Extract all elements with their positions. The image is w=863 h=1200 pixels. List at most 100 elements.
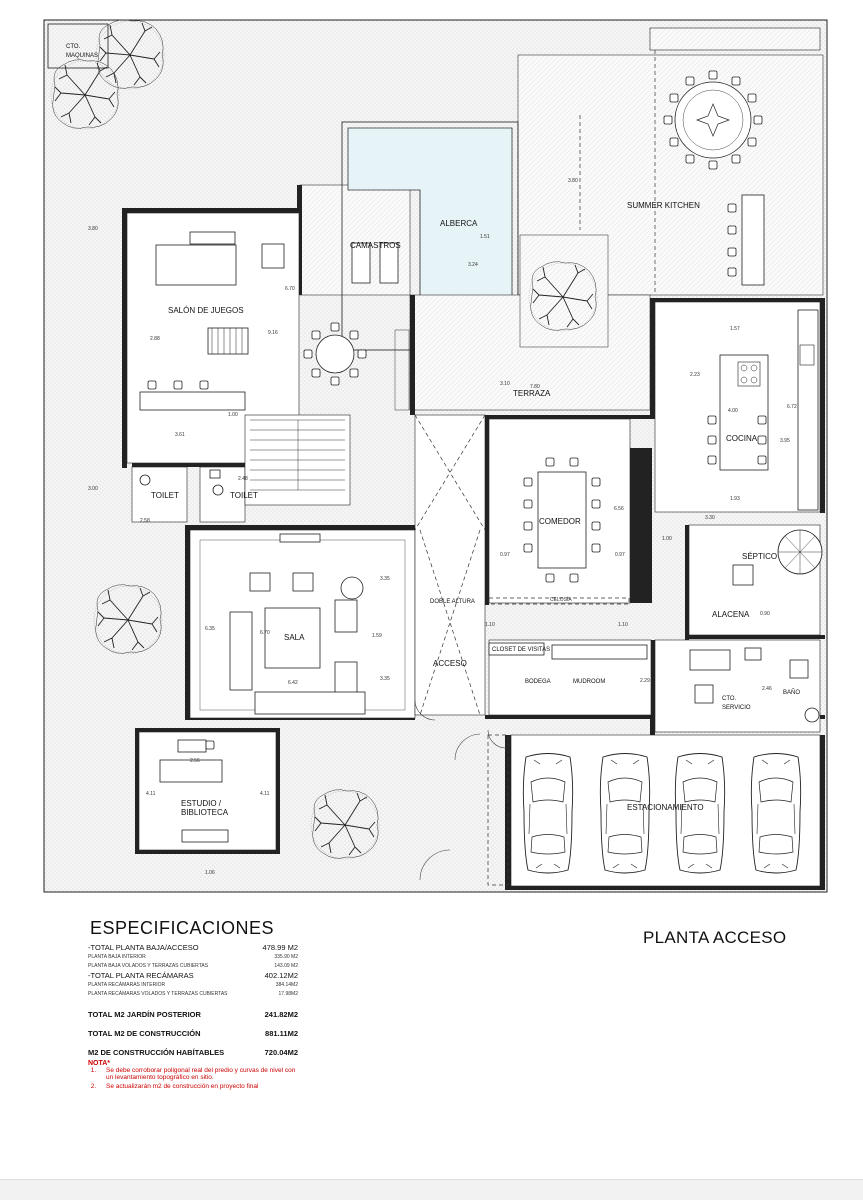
label-mudroom: MUDROOM [573, 679, 605, 685]
dimension-label: 3.95 [780, 438, 790, 444]
spec-total-row: TOTAL M2 DE CONSTRUCCIÓN 881.11M2 [88, 1028, 298, 1039]
label-bodega: BODEGA [525, 679, 551, 685]
dimension-label: 1.06 [205, 870, 215, 876]
dimension-label: 2.88 [150, 336, 160, 342]
spec-total-label: TOTAL M2 JARDÍN POSTERIOR [88, 1010, 201, 1019]
spec-row-label: PLANTA RECÁMARAS VOLADOS Y TERRAZAS CUBI… [88, 991, 228, 997]
label-summer-kitchen: SUMMER KITCHEN [627, 201, 700, 210]
dimension-label: 2.46 [762, 686, 772, 692]
dimension-label: 3.80 [88, 226, 98, 232]
dimension-label: 2.29 [640, 678, 650, 684]
spec-row-value: 384.14M2 [275, 982, 298, 988]
dimension-label: 3.30 [705, 515, 715, 521]
spec-row: -TOTAL PLANTA BAJA/ACCESO 478.99 M2 [88, 943, 298, 953]
spec-row-label: PLANTA BAJA VOLADOS Y TERRAZAS CUBIERTAS [88, 963, 209, 969]
dimension-label: 6.70 [260, 630, 270, 636]
label-doble-altura: DOBLE ALTURA [430, 599, 475, 605]
nota-label: NOTA* [88, 1060, 111, 1067]
spec-row-label: -TOTAL PLANTA RECÁMARAS [88, 971, 194, 980]
spec-row-value: 143.09 M2 [274, 963, 298, 969]
dimension-label: 6.70 [285, 286, 295, 292]
spec-total-value: 881.11M2 [265, 1029, 298, 1038]
label-camastros: CAMASTROS [350, 241, 401, 250]
label-cto-maquinas: CTO.MAQUINAS [66, 44, 98, 59]
dimension-label: 0.97 [615, 552, 625, 558]
dimension-label: 4.11 [260, 791, 270, 797]
label-closet-visitas: CLOSET DE VISITAS [492, 647, 550, 653]
dimension-label: 6.72 [787, 404, 797, 410]
spec-row-label: PLANTA RECÁMARAS INTERIOR [88, 982, 166, 988]
label-comedor: COMEDOR [539, 517, 581, 526]
label-estacionamiento: ESTACIONAMIENTO [627, 803, 704, 812]
dimension-label: 2.23 [690, 372, 700, 378]
dimension-label: 1.10 [485, 622, 495, 628]
dimension-label: 2.56 [190, 758, 200, 764]
spec-row: PLANTA BAJA VOLADOS Y TERRAZAS CUBIERTAS… [88, 962, 298, 971]
label-alberca: ALBERCA [440, 219, 478, 228]
dimension-label: 4.00 [728, 408, 738, 414]
nota-block: NOTA* Se debe corroborar poligonal real … [88, 1060, 298, 1090]
dimension-label: 1.93 [730, 496, 740, 502]
nota-list: Se debe corroborar poligonal real del pr… [88, 1067, 298, 1090]
dimension-labels: 3.80 6.70 9.16 2.88 1.00 3.61 2.48 3.00 2.58 3.35… [88, 178, 797, 876]
spec-row-label: PLANTA BAJA INTERIOR [88, 954, 146, 960]
spec-total-label: TOTAL M2 DE CONSTRUCCIÓN [88, 1029, 201, 1038]
spec-total-value: 720.04M2 [264, 1048, 298, 1057]
spec-total-row: M2 DE CONSTRUCCIÓN HABÍTABLES 720.04M2 [88, 1047, 298, 1058]
dimension-label: 7.80 [530, 384, 540, 390]
dimension-label: 6.42 [288, 680, 298, 686]
dimension-label: 1.59 [372, 633, 382, 639]
label-bano: BAÑO [783, 689, 800, 696]
label-salon-juegos: SALÓN DE JUEGOS [168, 306, 244, 315]
dimension-label: 3.00 [88, 486, 98, 492]
dimension-label: 3.24 [468, 262, 478, 268]
label-celosia: CELOSÍA [550, 596, 572, 603]
nota-item: Se debe corroborar poligonal real del pr… [98, 1067, 298, 1081]
dimension-label: 2.58 [140, 518, 150, 524]
spec-row: PLANTA RECÁMARAS INTERIOR 384.14M2 [88, 981, 298, 990]
dimension-label: 1.57 [730, 326, 740, 332]
spec-row: PLANTA RECÁMARAS VOLADOS Y TERRAZAS CUBI… [88, 990, 298, 999]
dimension-label: 1.00 [228, 412, 238, 418]
bottom-bar [0, 1179, 863, 1200]
spec-rows: -TOTAL PLANTA BAJA/ACCESO 478.99 M2 PLANTA… [88, 943, 298, 999]
dimension-label: 3.10 [500, 381, 510, 387]
spec-total-label: M2 DE CONSTRUCCIÓN HABÍTABLES [88, 1048, 225, 1057]
label-toilet-1: TOILET [151, 491, 179, 500]
label-acceso: ACCESO [433, 659, 467, 668]
specifications-heading: ESPECIFICACIONES [90, 918, 275, 938]
spec-row: -TOTAL PLANTA RECÁMARAS 402.12M2 [88, 971, 298, 981]
dimension-label: 2.48 [238, 476, 248, 482]
specifications-panel: ESPECIFICACIONES -TOTAL PLANTA BAJA/ACCE… [88, 918, 298, 1092]
dimension-label: 3.35 [380, 676, 390, 682]
dimension-label: 0.90 [760, 611, 770, 617]
spec-row-value: 17.98M2 [278, 991, 298, 997]
dimension-label: 1.51 [480, 234, 490, 240]
dimension-label: 6.35 [205, 626, 215, 632]
label-cocina: COCINA [726, 434, 758, 443]
dimension-label: 6.56 [614, 506, 624, 512]
dimension-label: 1.00 [662, 536, 672, 542]
spec-row-value: 478.99 M2 [262, 943, 298, 952]
dimension-label: 4.11 [146, 791, 156, 797]
spec-row-label: -TOTAL PLANTA BAJA/ACCESO [88, 943, 199, 952]
spec-row-value: 402.12M2 [264, 971, 298, 980]
dimension-label: 3.35 [380, 576, 390, 582]
dimension-label: 3.61 [175, 432, 185, 438]
spec-total-value: 241.82M2 [264, 1010, 298, 1019]
dimension-label: 1.10 [618, 622, 628, 628]
dimension-label: 9.16 [268, 330, 278, 336]
spec-row-value: 335.90 M2 [274, 954, 298, 960]
floor-plan: CTO.MAQUINAS SUMMER KITCHEN CAMASTROS AL… [43, 19, 828, 893]
dimension-label: 0.97 [500, 552, 510, 558]
label-sala: SALA [284, 633, 305, 642]
sheet-title: PLANTA ACCESO [643, 928, 787, 947]
label-septico: SÉPTICO [742, 552, 777, 561]
label-estudio: ESTUDIO /BIBLIOTECA [181, 799, 229, 817]
label-cto-servicio: CTO.SERVICIO [722, 696, 751, 711]
label-terraza: TERRAZA [513, 389, 551, 398]
label-toilet-2: TOILET [230, 491, 258, 500]
label-alacena: ALACENA [712, 610, 750, 619]
dimension-label: 3.80 [568, 178, 578, 184]
